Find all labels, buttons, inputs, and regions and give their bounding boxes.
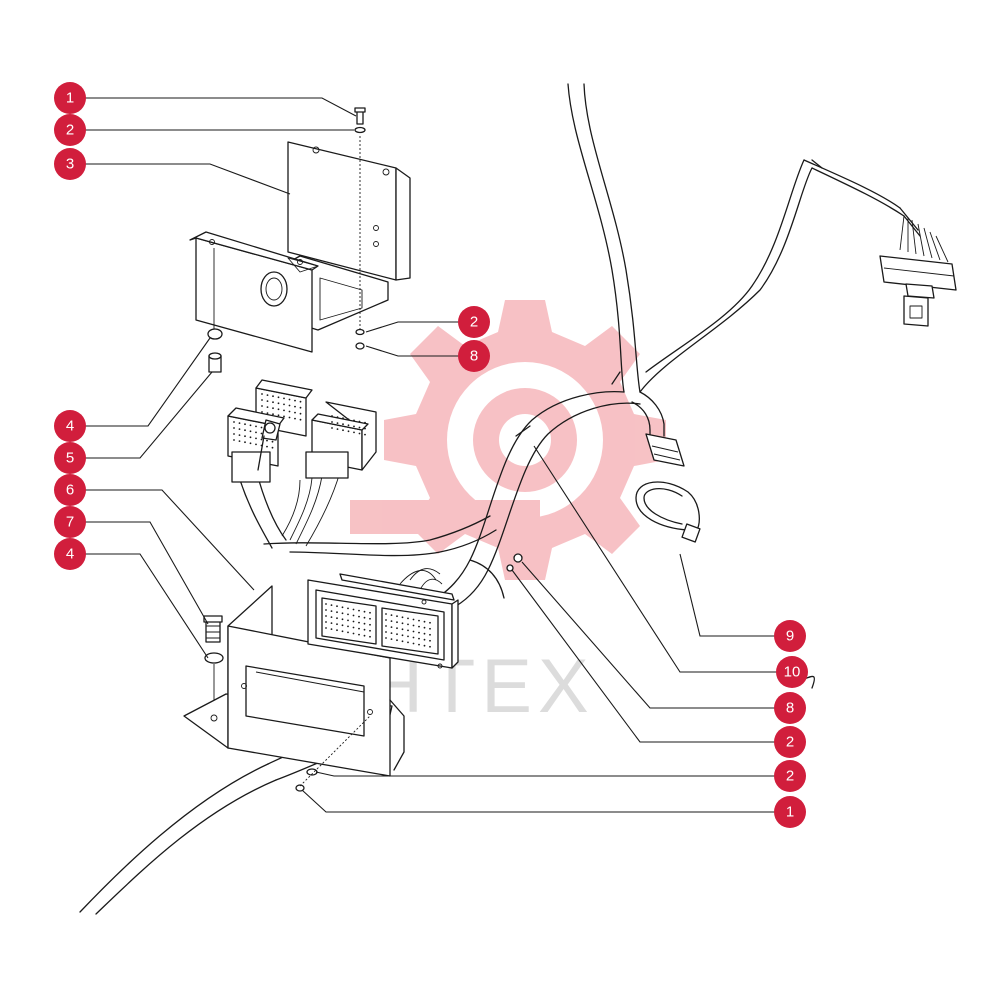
svg-text:7: 7 xyxy=(66,514,74,531)
callout-part-7: 7 xyxy=(54,506,86,538)
svg-text:1: 1 xyxy=(786,804,794,821)
watermark-gear-icon xyxy=(350,300,666,580)
svg-text:5: 5 xyxy=(66,450,74,467)
inline-connector xyxy=(645,433,685,467)
svg-text:4: 4 xyxy=(66,418,74,435)
upper-washer xyxy=(354,126,366,134)
leader-lines xyxy=(70,97,790,813)
harness-end-connector xyxy=(879,215,957,327)
callout-part-8: 8 xyxy=(458,340,490,372)
svg-text:8: 8 xyxy=(470,348,478,365)
harness-washer xyxy=(506,564,514,572)
callout-part-1: 1 xyxy=(54,82,86,114)
svg-text:10: 10 xyxy=(784,664,801,681)
lower-nut-right xyxy=(355,342,365,350)
callout-part-9: 9 xyxy=(774,620,806,652)
callout-part-5: 5 xyxy=(54,442,86,474)
svg-text:6: 6 xyxy=(66,482,74,499)
svg-text:8: 8 xyxy=(786,700,794,717)
harness-nut xyxy=(513,553,523,563)
callout-part-10: 10 xyxy=(776,656,808,688)
svg-text:2: 2 xyxy=(786,734,794,751)
callouts: 1 2 3 2 8 4 5 6 xyxy=(54,82,808,828)
svg-text:2: 2 xyxy=(470,314,478,331)
washer-part-4 xyxy=(207,328,223,340)
callout-part-4: 4 xyxy=(54,410,86,442)
callout-part-1: 1 xyxy=(774,796,806,828)
svg-text:4: 4 xyxy=(66,546,74,563)
lower-screw-bottom xyxy=(295,784,305,792)
cable-tie xyxy=(635,481,701,543)
bolt-part-7 xyxy=(203,615,223,643)
svg-text:1: 1 xyxy=(66,90,74,107)
lower-mounting-bracket xyxy=(183,585,405,777)
callout-part-2: 2 xyxy=(774,726,806,758)
callout-part-3: 3 xyxy=(54,148,86,180)
cable-harness xyxy=(79,83,921,915)
svg-text:2: 2 xyxy=(786,768,794,785)
callout-part-8: 8 xyxy=(774,692,806,724)
callout-part-6: 6 xyxy=(54,474,86,506)
ecu-plug-connector xyxy=(307,573,459,669)
callout-part-2: 2 xyxy=(458,306,490,338)
washer-part-4-lower xyxy=(204,652,224,664)
svg-text:9: 9 xyxy=(786,628,794,645)
lower-washer-right xyxy=(355,328,365,336)
nut-part-5 xyxy=(208,352,222,373)
callout-part-4: 4 xyxy=(54,538,86,570)
callout-part-2: 2 xyxy=(774,760,806,792)
svg-text:3: 3 xyxy=(66,156,74,173)
svg-text:2: 2 xyxy=(66,122,74,139)
callout-part-2: 2 xyxy=(54,114,86,146)
upper-mounting-bracket xyxy=(189,141,411,353)
relay-connectors xyxy=(227,379,377,483)
upper-screw xyxy=(354,107,366,125)
